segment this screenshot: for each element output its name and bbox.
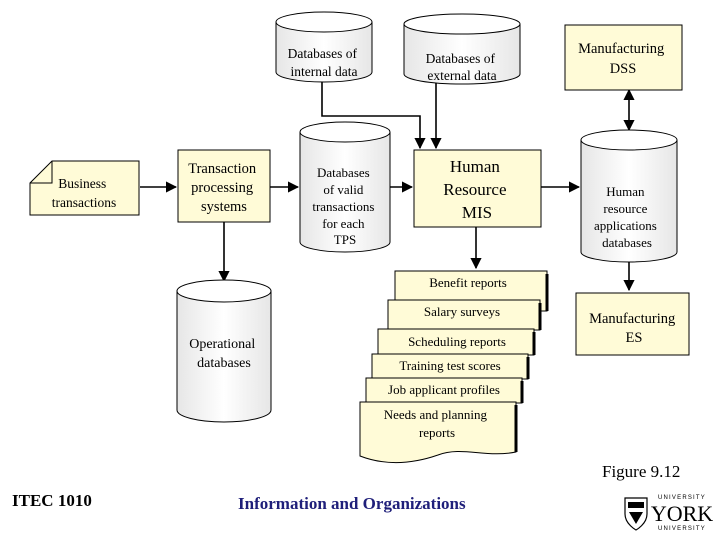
logo-top-text: UNIVERSITY bbox=[658, 495, 706, 501]
hr-mis-line-1: Human bbox=[450, 157, 501, 176]
reports-stack: Benefit reports Salary surveys Schedulin… bbox=[359, 270, 549, 464]
svg-text:Salary surveys: Salary surveys bbox=[424, 304, 500, 319]
hr-app-db-line-2: resource bbox=[603, 201, 647, 216]
operational-db-line-1: Operational bbox=[189, 337, 255, 352]
report-benefit-label: Benefit reports bbox=[429, 275, 507, 290]
external-db-line-1: Databases of bbox=[426, 51, 496, 66]
svg-text:Databases of internal da: Databases of internal data bbox=[288, 46, 361, 79]
external-db-line-2: external data bbox=[427, 68, 496, 83]
report-training-label: Training test scores bbox=[399, 358, 500, 373]
report-salary-surveys: Salary surveys bbox=[387, 299, 542, 331]
valid-db-line-5: TPS bbox=[334, 232, 356, 247]
report-scheduling-label: Scheduling reports bbox=[408, 334, 506, 349]
valid-db-line-1: Databases bbox=[317, 165, 370, 180]
footer-course-title: Information and Organizations bbox=[238, 494, 466, 513]
svg-text:Operational databases: Operational databases bbox=[189, 337, 259, 371]
mfg-es-line-2: ES bbox=[626, 330, 643, 346]
valid-db-line-3: transactions bbox=[312, 199, 374, 214]
logo-bottom-text: UNIVERSITY bbox=[658, 526, 706, 532]
hr-app-db-line-1: Human bbox=[606, 184, 645, 199]
tps-line-3: systems bbox=[201, 199, 247, 215]
hr-mis-line-2: Resource bbox=[443, 180, 506, 199]
report-job-applicant-profiles: Job applicant profiles bbox=[365, 377, 524, 404]
report-needs-and-planning: Needs and planning reports bbox=[359, 401, 518, 464]
footer-course-code: ITEC 1010 bbox=[12, 491, 92, 510]
svg-text:Manufacturing DSS: Manufacturing DSS bbox=[578, 41, 668, 77]
external-data-database: Databases of external data bbox=[403, 13, 521, 85]
svg-text:Scheduling reports: Scheduling reports bbox=[408, 334, 506, 349]
report-salary-label: Salary surveys bbox=[424, 304, 500, 319]
svg-text:Manufacturing ES: Manufacturing ES bbox=[589, 311, 679, 346]
hr-app-db-line-3: applications bbox=[594, 218, 657, 233]
report-needs-line-1: Needs and planning bbox=[384, 407, 488, 422]
operational-database: Operational databases bbox=[176, 279, 272, 423]
internal-data-database: Databases of internal data bbox=[275, 11, 373, 83]
mfg-dss-line-1: Manufacturing bbox=[578, 41, 664, 57]
arrow-internal-db-to-hr-mis bbox=[321, 82, 426, 150]
manufacturing-es-node: Manufacturing ES bbox=[575, 292, 690, 356]
logo-main-text: YORK bbox=[651, 501, 713, 526]
figure-label: Figure 9.12 bbox=[602, 462, 681, 481]
svg-text:Human resource app: Human resource applications databases bbox=[594, 184, 660, 250]
valid-db-line-4: for each bbox=[322, 216, 365, 231]
business-transactions-line-2: transactions bbox=[52, 195, 116, 210]
york-university-logo: UNIVERSITY YORK UNIVERSITY bbox=[624, 495, 713, 532]
internal-db-line-1: Databases of bbox=[288, 46, 358, 61]
hr-mis-line-3: MIS bbox=[462, 203, 492, 222]
connectors bbox=[140, 82, 635, 292]
valid-transactions-database: Databases of valid transactions for each… bbox=[299, 121, 391, 253]
hr-app-db-line-4: databases bbox=[602, 235, 652, 250]
mfg-dss-line-2: DSS bbox=[610, 61, 637, 77]
crest-icon bbox=[624, 497, 648, 531]
hr-applications-database: Human resource applications databases bbox=[580, 129, 678, 263]
svg-text:Human Resource MIS: Human Resource MIS bbox=[443, 157, 511, 222]
business-transactions-line-1: Business bbox=[58, 176, 106, 191]
business-transactions-node: Business transactions bbox=[29, 160, 140, 216]
human-resource-mis-node: Human Resource MIS bbox=[413, 149, 542, 228]
svg-text:Needs and planning rep: Needs and planning reports bbox=[384, 407, 491, 440]
transaction-processing-systems-node: Transaction processing systems bbox=[177, 149, 271, 223]
svg-text:Job applicant profiles: Job applicant profiles bbox=[388, 382, 500, 397]
valid-db-line-2: of valid bbox=[323, 182, 364, 197]
svg-text:Benefit reports: Benefit reports bbox=[429, 275, 507, 290]
report-scheduling-reports: Scheduling reports bbox=[377, 328, 536, 356]
svg-text:Transaction processing: Transaction processing systems bbox=[188, 161, 260, 215]
report-job-applicant-label: Job applicant profiles bbox=[388, 382, 500, 397]
svg-text:Business transactions: Business transactions bbox=[52, 176, 116, 210]
tps-line-2: processing bbox=[191, 180, 253, 196]
svg-text:Training test scores: Training test scores bbox=[399, 358, 500, 373]
mfg-es-line-1: Manufacturing bbox=[589, 311, 675, 327]
report-training-test-scores: Training test scores bbox=[371, 353, 530, 380]
svg-text:Databases of valid: Databases of valid transactions for each… bbox=[312, 165, 377, 247]
manufacturing-dss-node: Manufacturing DSS bbox=[564, 24, 683, 91]
tps-line-1: Transaction bbox=[188, 161, 257, 177]
svg-text:Databases of external da: Databases of external data bbox=[426, 51, 499, 83]
internal-db-line-2: internal data bbox=[290, 64, 357, 79]
operational-db-line-2: databases bbox=[197, 356, 251, 371]
report-needs-line-2: reports bbox=[419, 425, 455, 440]
